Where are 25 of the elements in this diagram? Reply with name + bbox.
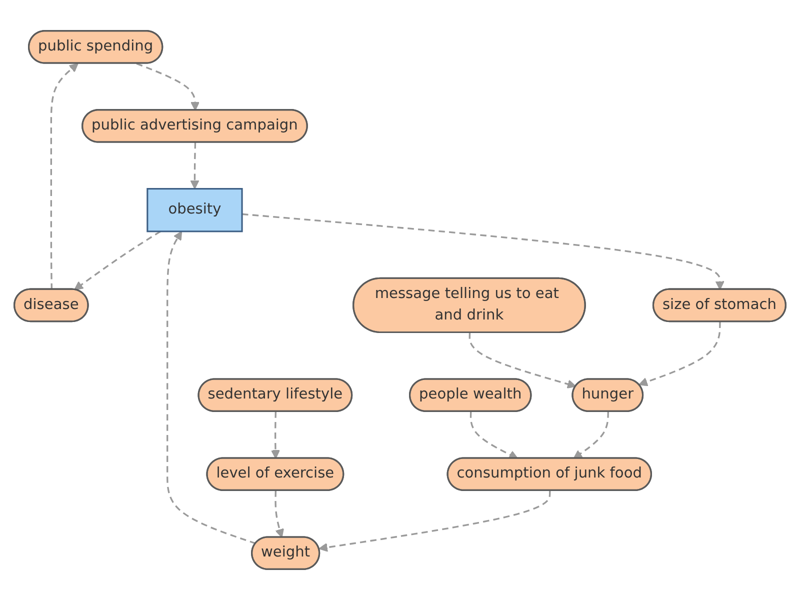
dashed-arrow xyxy=(166,230,256,544)
oval-node: sedentary lifestyle xyxy=(198,378,353,412)
dashed-arrow xyxy=(190,142,200,190)
oval-node: message telling us to eat and drink xyxy=(352,277,586,333)
oval-node: hunger xyxy=(572,378,644,412)
oval-node: consumption of junk food xyxy=(446,457,652,491)
dashed-arrow xyxy=(470,412,518,459)
oval-node: public advertising campaign xyxy=(82,109,308,143)
dashed-arrow xyxy=(74,230,161,290)
dashed-arrow xyxy=(468,332,576,389)
oval-node: disease xyxy=(14,288,89,322)
dashed-arrow xyxy=(573,412,609,459)
dashed-arrow xyxy=(638,322,721,386)
oval-node: public spending xyxy=(28,30,164,64)
process-box: obesity xyxy=(146,188,243,232)
dashed-arrow xyxy=(242,213,724,290)
dashed-arrow xyxy=(274,490,284,538)
oval-node: level of exercise xyxy=(206,457,344,491)
oval-node: people wealth xyxy=(409,378,532,412)
oval-node: weight xyxy=(251,536,320,570)
dashed-arrow xyxy=(270,412,280,459)
oval-node: size of stomach xyxy=(652,288,786,322)
dashed-arrow xyxy=(318,490,551,552)
dashed-arrow xyxy=(50,63,78,290)
dashed-arrow xyxy=(136,62,200,111)
